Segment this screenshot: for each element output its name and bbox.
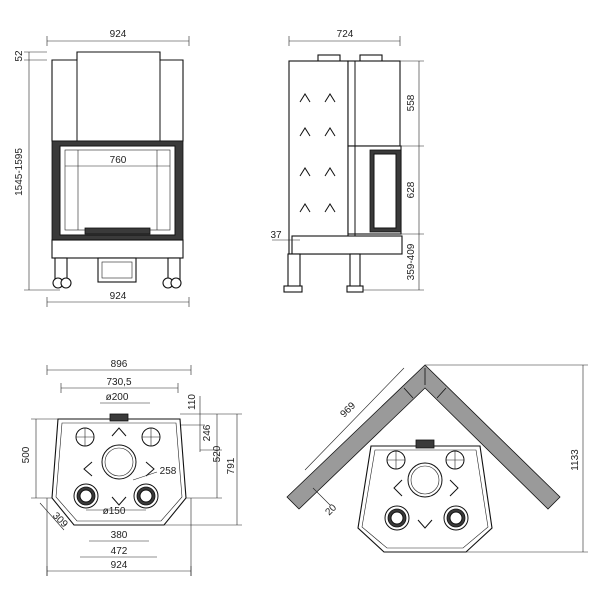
side-leg-front (287, 253, 301, 291)
front-base (51, 239, 184, 259)
side-vent-markings (299, 93, 336, 213)
plan-view: 896 730,5 ø200 (21, 359, 242, 576)
plan-flue-collar (109, 413, 129, 422)
plan-flue-diameter-label: ø200 (106, 392, 129, 403)
front-glass (59, 145, 176, 236)
dimension-line (39, 502, 65, 531)
plan-outlet-diameter-label: ø150 (103, 506, 126, 517)
side-leg-offset-label: 37 (270, 230, 282, 241)
plan-front-width-label: 380 (111, 530, 128, 541)
side-base-height-label: 359-409 (406, 243, 417, 280)
plan-direction-markings (83, 427, 155, 506)
front-grate (84, 227, 151, 235)
side-upper-height-label: 558 (406, 94, 417, 111)
front-hood (51, 51, 184, 142)
side-foot-front (283, 285, 303, 293)
plan-depth-b-label: 520 (212, 445, 223, 462)
plan-overall-width-label: 896 (111, 359, 128, 370)
corner-fireplace-body (357, 445, 493, 553)
side-view: 724 558 6 (270, 29, 424, 293)
front-foot-right (167, 257, 181, 281)
corner-flue-collar (415, 439, 435, 449)
side-leg-rear (349, 253, 361, 291)
plan-inner-width-label: 730,5 (106, 377, 131, 388)
corner-total-height-label: 1133 (570, 449, 581, 471)
side-depth-label: 724 (337, 29, 354, 40)
front-width-top-label: 924 (110, 29, 127, 40)
corner-flue-outlet (407, 462, 443, 498)
front-top-cap-label: 52 (14, 50, 25, 62)
plan-flue-offset-label: 110 (187, 394, 198, 410)
side-hood (347, 60, 401, 147)
front-opening-width-label: 760 (110, 155, 127, 166)
dimension-line (304, 367, 405, 471)
corner-direction-markings (393, 479, 459, 529)
plan-front-width-outer-label: 472 (111, 546, 128, 557)
plan-depth-a-label: 246 (202, 424, 213, 441)
front-height-label: 1545-1595 (14, 148, 25, 196)
side-glass-height-label: 628 (406, 181, 417, 198)
front-ash-box (97, 257, 137, 283)
corner-wall-length-label: 969 (338, 400, 358, 420)
front-view: 924 52 1545-1595 760 (14, 29, 190, 307)
dimension-line (312, 487, 331, 506)
plan-total-width-label: 924 (111, 560, 128, 571)
side-foot-rear (346, 285, 364, 293)
plan-flue-outlet (101, 444, 137, 480)
front-foot-left (54, 257, 68, 281)
plan-side-depth-label: 500 (21, 446, 32, 463)
corner-view: 969 20 1133 (286, 364, 588, 553)
plan-outlet-spacing-label: 258 (160, 466, 177, 477)
corner-wall-thickness-label: 20 (323, 502, 339, 518)
front-width-bottom-label: 924 (110, 291, 127, 302)
side-panel (288, 60, 349, 255)
side-base (291, 235, 403, 255)
corner-wall-hatch (403, 368, 447, 399)
plan-depth-c-label: 791 (226, 457, 237, 474)
